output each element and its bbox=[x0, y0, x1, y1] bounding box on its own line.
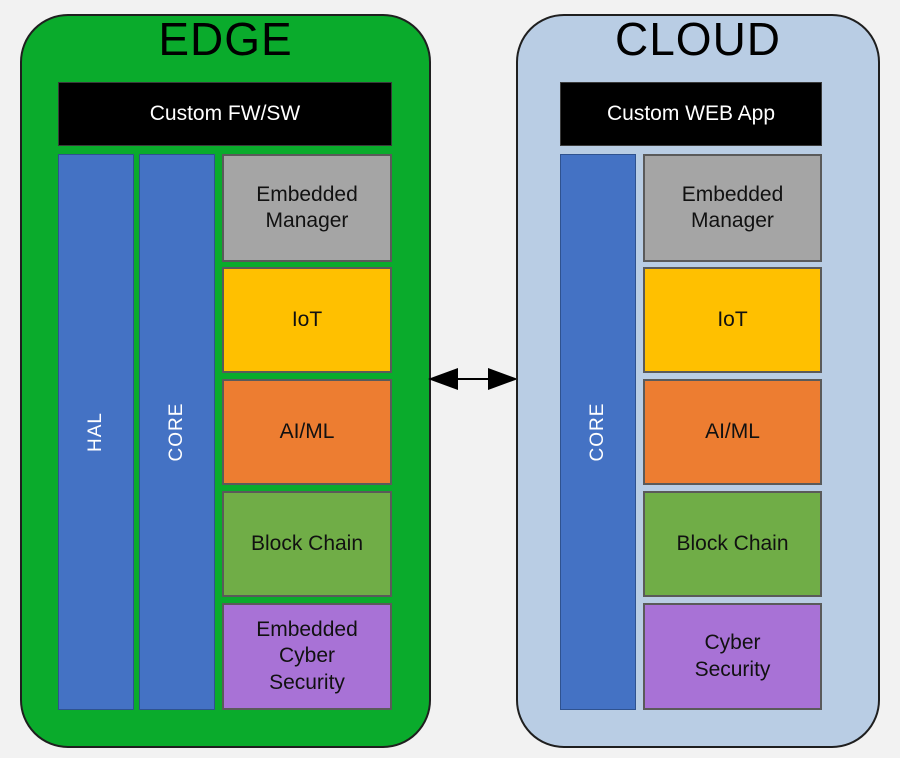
cloud-blockchain-block: Block Chain bbox=[643, 491, 822, 597]
edge-iot-block: IoT bbox=[222, 267, 392, 373]
edge-custom-fw-sw-bar: Custom FW/SW bbox=[58, 82, 392, 146]
edge-embedded-manager-block: Embedded Manager bbox=[222, 154, 392, 262]
edge-core-label: CORE bbox=[166, 402, 187, 462]
cloud-aiml-block: AI/ML bbox=[643, 379, 822, 485]
edge-title: EDGE bbox=[158, 13, 293, 65]
edge-aiml-block: AI/ML bbox=[222, 379, 392, 485]
cloud-embedded-manager-block: Embedded Manager bbox=[643, 154, 822, 262]
edge-core-layer: CORE bbox=[139, 154, 215, 710]
edge-blockchain-block: Block Chain bbox=[222, 491, 392, 597]
cloud-title: CLOUD bbox=[614, 13, 782, 65]
bidirectional-arrow-icon bbox=[428, 364, 518, 394]
edge-hal-layer: HAL bbox=[58, 154, 134, 710]
cloud-core-label: CORE bbox=[587, 402, 608, 462]
edge-hal-label: HAL bbox=[85, 412, 106, 452]
cloud-cyber-security-block: Cyber Security bbox=[643, 603, 822, 710]
edge-embedded-cyber-security-block: Embedded Cyber Security bbox=[222, 603, 392, 710]
cloud-iot-block: IoT bbox=[643, 267, 822, 373]
cloud-custom-web-app-bar: Custom WEB App bbox=[560, 82, 822, 146]
cloud-core-layer: CORE bbox=[560, 154, 636, 710]
